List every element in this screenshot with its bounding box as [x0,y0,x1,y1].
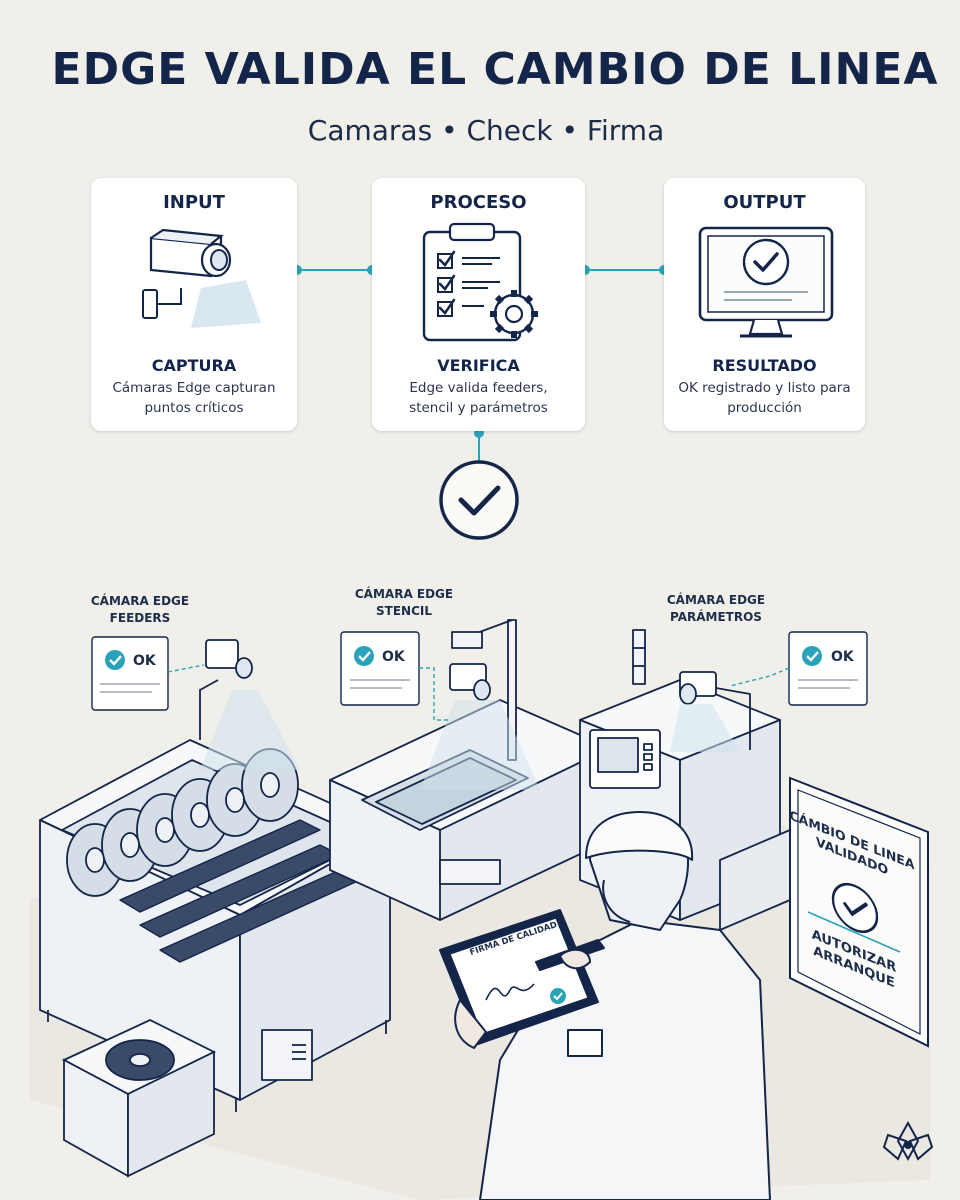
reel-box [61,1019,217,1178]
ok-text-stencil: OK [382,649,406,665]
card-output-description: OK registrado y listo para producción [678,380,851,416]
check-circle-icon [439,460,519,540]
ok-callout-feeders [91,636,205,711]
production-line-illustration: CÁMARA EDGE FEEDERS CÁMARA EDGE STENCIL … [30,586,934,1200]
card-proceso: PROCESO [372,178,585,431]
label-cam-feeders-line1: CÁMARA EDGE [91,593,189,608]
card-input-description: Cámaras Edge capturan puntos críticos [112,380,276,416]
card-input-heading: INPUT [163,192,225,213]
signature-tablet [439,909,599,1045]
card-proceso-subheading: VERIFICA [437,356,520,375]
card-output-subheading: RESULTADO [712,356,817,375]
label-cam-parametros-line1: CÁMARA EDGE [667,592,765,607]
feeder-camera [199,639,300,770]
validation-sign [789,776,929,1048]
page-subtitle: Camaras • Check • Firma [307,114,665,147]
ok-text-feeders: OK [133,653,157,669]
camera-icon [142,228,261,328]
label-cam-stencil-line1: CÁMARA EDGE [355,586,453,601]
stencil-camera [449,663,491,701]
label-cam-feeders-line2: FEEDERS [110,611,171,625]
label-cam-parametros-line2: PARÁMETROS [670,609,762,624]
ok-callout-parametros [729,631,868,706]
card-output: OUTPUT RESULTADO OK registrado y listo p… [664,178,865,431]
check-mark-icon [458,485,501,516]
feeder-tracks [119,819,361,963]
page-title: EDGE VALIDA EL CAMBIO DE LINEA [51,44,939,95]
card-output-heading: OUTPUT [723,192,806,213]
stencil-printer [329,619,611,921]
card-input: INPUT CAPTURA Cámaras Edge capturan punt… [91,178,297,431]
checklist-gear-icon [422,222,538,342]
parametros-camera [679,671,751,750]
quality-operator [439,811,771,1200]
card-proceso-heading: PROCESO [430,192,527,213]
monitor-check-icon [698,226,834,338]
label-cam-stencil-line2: STENCIL [376,604,432,618]
ok-text-parametros: OK [831,649,855,665]
ok-callout-stencil [340,631,450,721]
card-proceso-description: Edge valida feeders, stencil y parámetro… [409,380,548,416]
brand-logo-icon [882,1120,934,1162]
card-input-subheading: CAPTURA [151,356,237,375]
